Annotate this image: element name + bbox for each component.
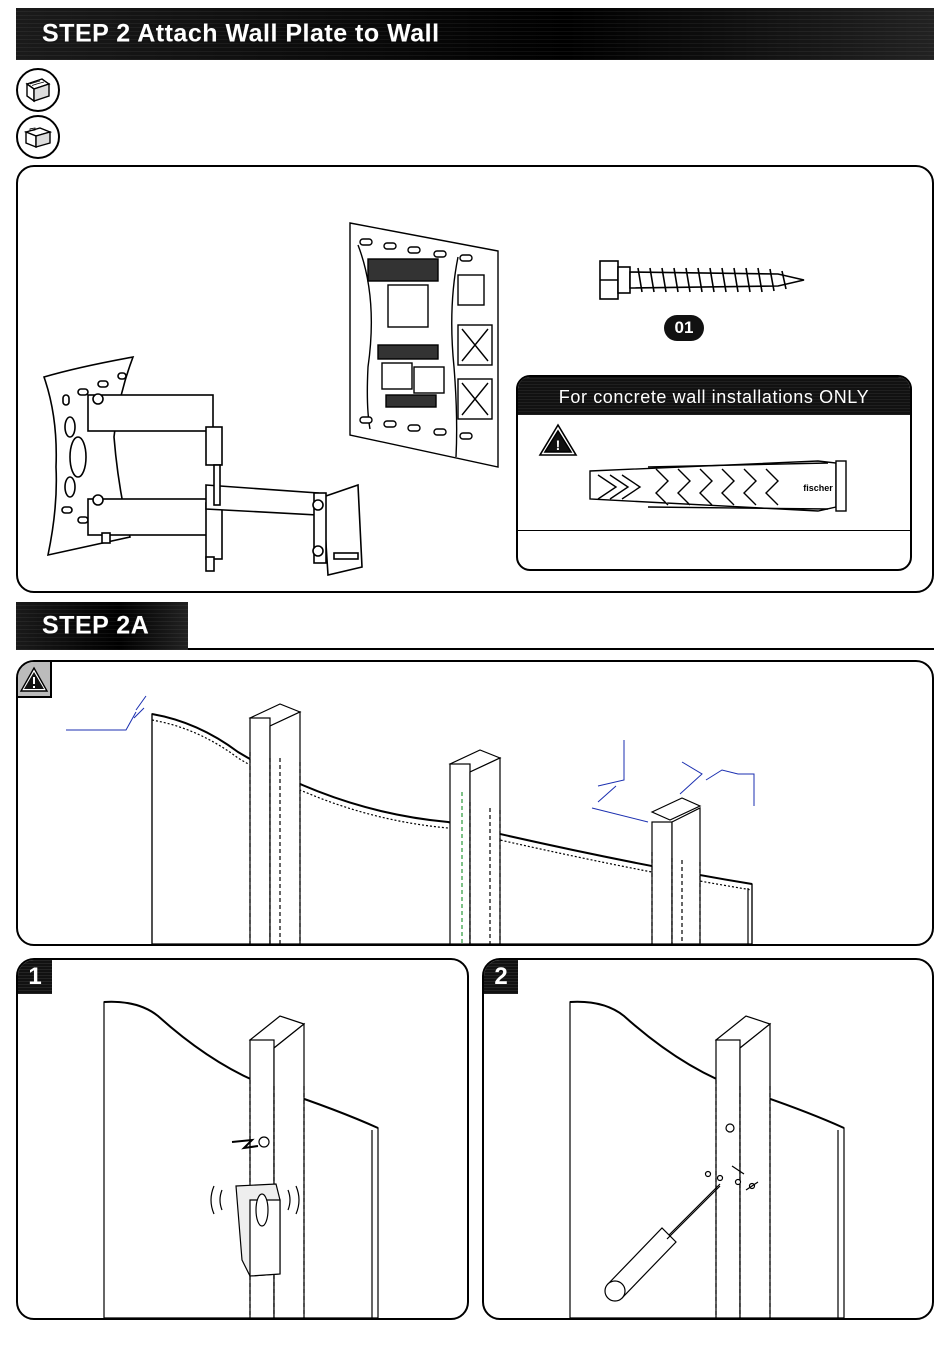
wall-mount-bracket-illustration [44, 357, 362, 575]
stud-layout-panel [16, 660, 934, 946]
warning-glyph: ! [556, 437, 561, 453]
step2-title: STEP 2 Attach Wall Plate to Wall [42, 20, 440, 49]
step2-banner: STEP 2 Attach Wall Plate to Wall [16, 8, 934, 60]
step1-panel: 1 [16, 958, 469, 1320]
concrete-block-icon [16, 115, 60, 159]
concrete-notice-box: For concrete wall installations ONLY ! f… [516, 375, 912, 571]
wood-stud-icon [16, 68, 60, 112]
screw-part-label: 01 [664, 315, 704, 341]
anchor-brand-label: fischer [803, 483, 833, 493]
wall-template-illustration [350, 223, 498, 467]
step2a-banner: STEP 2A [16, 602, 188, 650]
step2a-underline [188, 648, 934, 650]
step2a-title: STEP 2A [42, 612, 149, 641]
parts-panel: 01 For concrete wall installations ONLY … [16, 165, 934, 593]
step2-panel: 2 [482, 958, 934, 1320]
lag-screw-illustration [600, 261, 804, 299]
